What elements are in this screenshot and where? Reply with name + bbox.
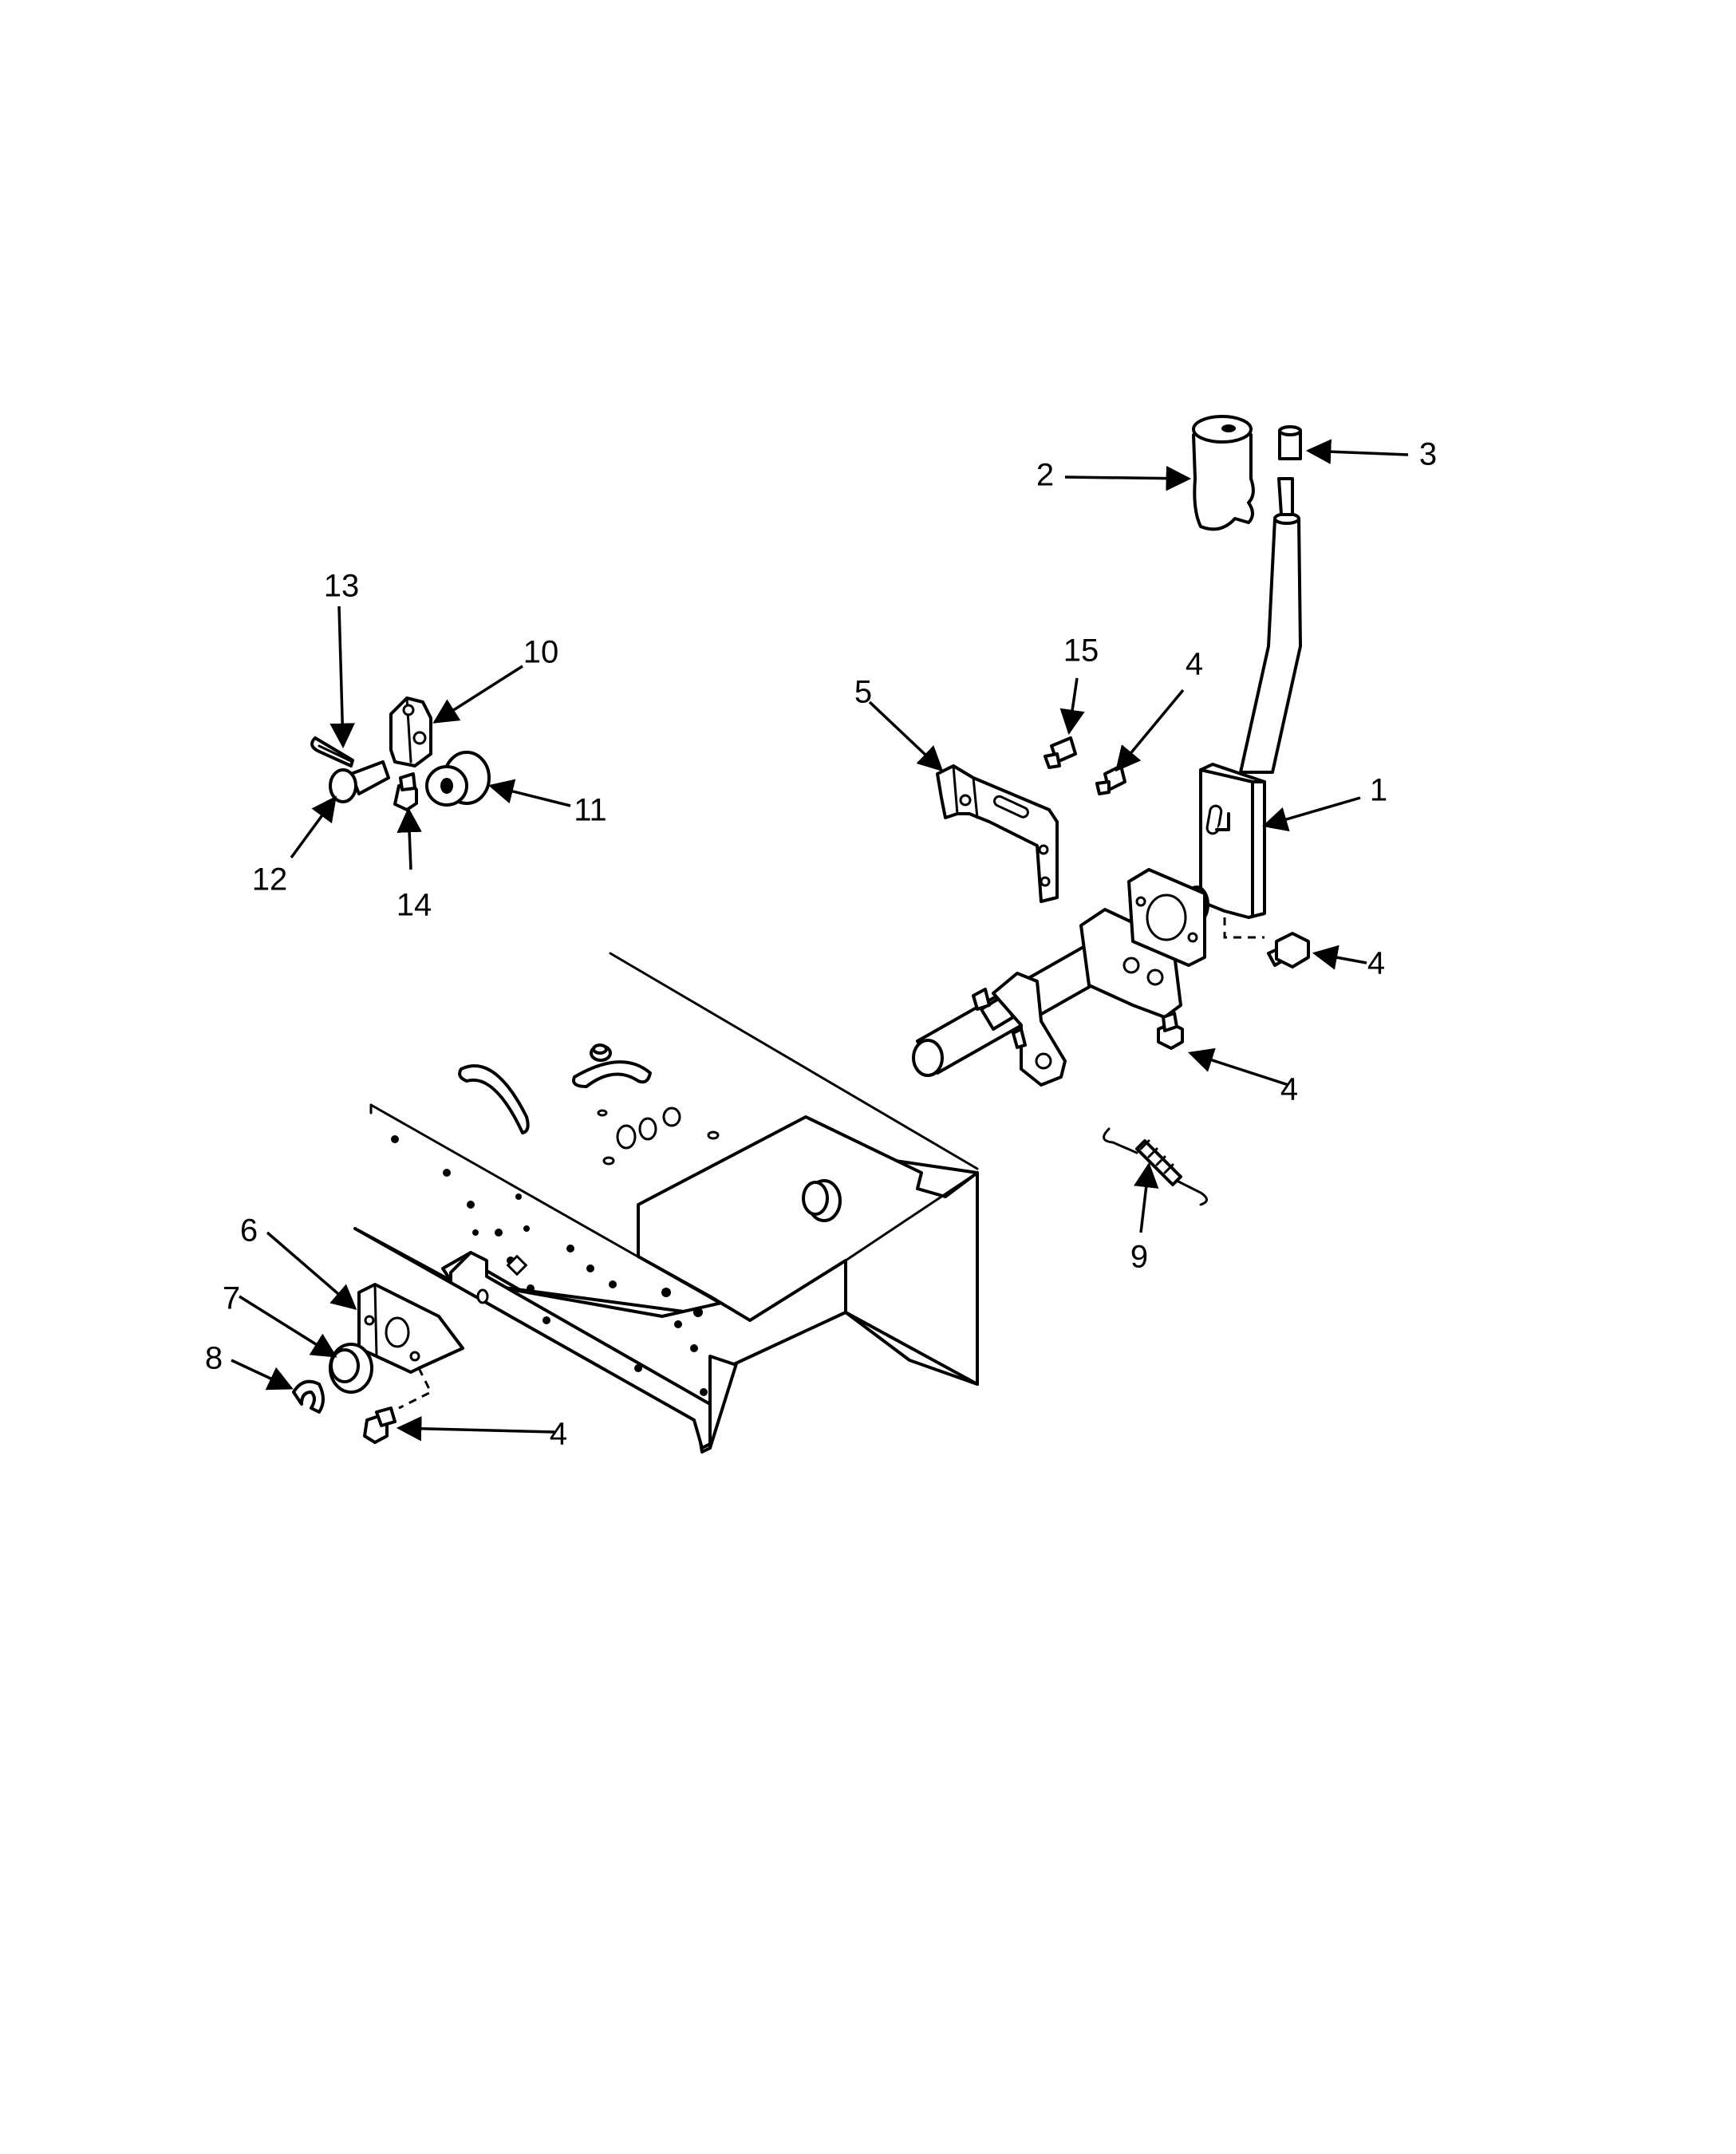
pulley xyxy=(425,751,491,807)
clevis-pin xyxy=(329,760,390,803)
callout-4-bottom: 4 xyxy=(550,1417,567,1452)
callout-13: 13 xyxy=(324,569,360,604)
shift-lever-assembly xyxy=(912,477,1302,1087)
callout-4-upper: 4 xyxy=(1186,647,1203,682)
callout-9: 9 xyxy=(1130,1240,1148,1275)
callout-labels: 1 2 3 4 4 4 4 5 6 7 8 9 10 11 12 13 14 1… xyxy=(205,437,1437,1452)
clevis xyxy=(389,696,432,767)
callout-5: 5 xyxy=(854,675,872,710)
callout-7: 7 xyxy=(223,1281,240,1316)
callout-3: 3 xyxy=(1419,437,1437,472)
bolt-4-right xyxy=(1267,932,1310,969)
screw-4-upper xyxy=(1095,764,1126,795)
bolt-14 xyxy=(393,772,418,811)
callout-15: 15 xyxy=(1063,633,1099,669)
bushing-ring xyxy=(329,1343,373,1394)
bolt-4-bottom xyxy=(363,1406,397,1444)
callout-14: 14 xyxy=(397,888,432,923)
callout-11: 11 xyxy=(574,793,607,828)
leader-lines xyxy=(231,439,1409,1442)
callout-8: 8 xyxy=(205,1341,223,1376)
screw-15 xyxy=(1044,736,1077,769)
callout-1: 1 xyxy=(1370,773,1387,808)
callout-2: 2 xyxy=(1036,458,1054,493)
mounting-plate xyxy=(357,1283,464,1410)
cotter-pin xyxy=(310,736,354,767)
bracket xyxy=(936,764,1059,903)
callout-4-lower: 4 xyxy=(1280,1072,1298,1107)
lever-grip xyxy=(1192,415,1255,531)
callout-10: 10 xyxy=(523,635,559,670)
retaining-clip xyxy=(292,1379,325,1414)
callout-4-right: 4 xyxy=(1367,946,1385,981)
frame-chassis xyxy=(353,952,979,1454)
bolt-4-lower xyxy=(1157,1012,1184,1050)
rod-cap xyxy=(1278,425,1302,460)
callout-6: 6 xyxy=(240,1213,258,1249)
spring xyxy=(1103,1127,1208,1206)
callout-12: 12 xyxy=(252,862,288,898)
